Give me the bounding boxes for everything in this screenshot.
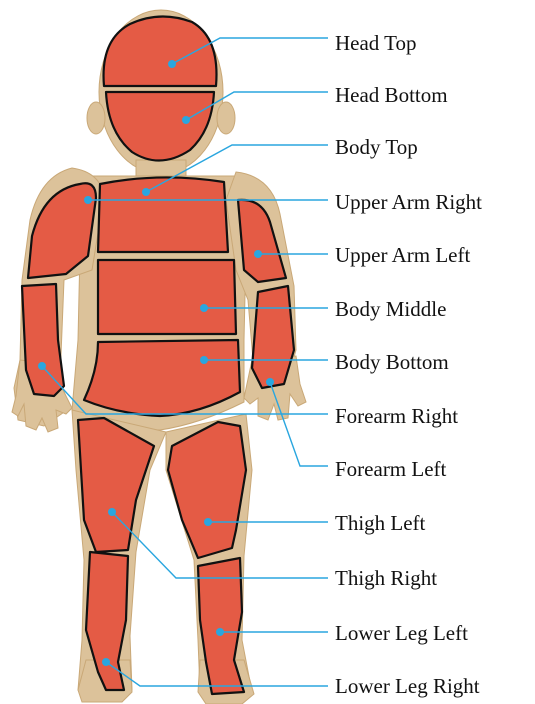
label-body-bottom: Body Bottom bbox=[335, 350, 449, 374]
label-upper-arm-left: Upper Arm Left bbox=[335, 243, 470, 267]
label-body-top: Body Top bbox=[335, 135, 418, 159]
label-head-top: Head Top bbox=[335, 31, 417, 55]
anchor-dot-body-top bbox=[142, 188, 150, 196]
anchor-dot-forearm-right bbox=[38, 362, 46, 370]
anchor-dot-head-bottom bbox=[182, 116, 190, 124]
segment-head-top bbox=[104, 16, 217, 86]
anchor-dot-upper-arm-right bbox=[84, 196, 92, 204]
label-lower-leg-left: Lower Leg Left bbox=[335, 621, 468, 645]
segment-body-middle bbox=[98, 260, 236, 334]
segment-forearm-right bbox=[22, 284, 64, 396]
anchor-dot-body-bottom bbox=[200, 356, 208, 364]
label-thigh-left: Thigh Left bbox=[335, 511, 426, 535]
segment-thigh-left bbox=[168, 422, 246, 558]
anchor-dot-body-middle bbox=[200, 304, 208, 312]
anchor-dot-head-top bbox=[168, 60, 176, 68]
label-forearm-left: Forearm Left bbox=[335, 457, 447, 481]
anchor-dot-thigh-right bbox=[108, 508, 116, 516]
anchor-dot-upper-arm-left bbox=[254, 250, 262, 258]
segment-regions bbox=[22, 16, 294, 694]
doll-ear-right bbox=[87, 102, 105, 134]
anchor-dot-forearm-left bbox=[266, 378, 274, 386]
label-head-bottom: Head Bottom bbox=[335, 83, 448, 107]
label-body-middle: Body Middle bbox=[335, 297, 446, 321]
anchor-dot-lower-leg-left bbox=[216, 628, 224, 636]
segment-body-top bbox=[98, 177, 228, 252]
anchor-dot-lower-leg-right bbox=[102, 658, 110, 666]
label-lower-leg-right: Lower Leg Right bbox=[335, 674, 480, 698]
doll-ear-left bbox=[217, 102, 235, 134]
label-forearm-right: Forearm Right bbox=[335, 404, 458, 428]
label-thigh-right: Thigh Right bbox=[335, 566, 437, 590]
label-list: Head Top Head Bottom Body Top Upper Arm … bbox=[335, 31, 482, 698]
label-upper-arm-right: Upper Arm Right bbox=[335, 190, 482, 214]
anchor-dot-thigh-left bbox=[204, 518, 212, 526]
segment-forearm-left bbox=[252, 286, 294, 388]
